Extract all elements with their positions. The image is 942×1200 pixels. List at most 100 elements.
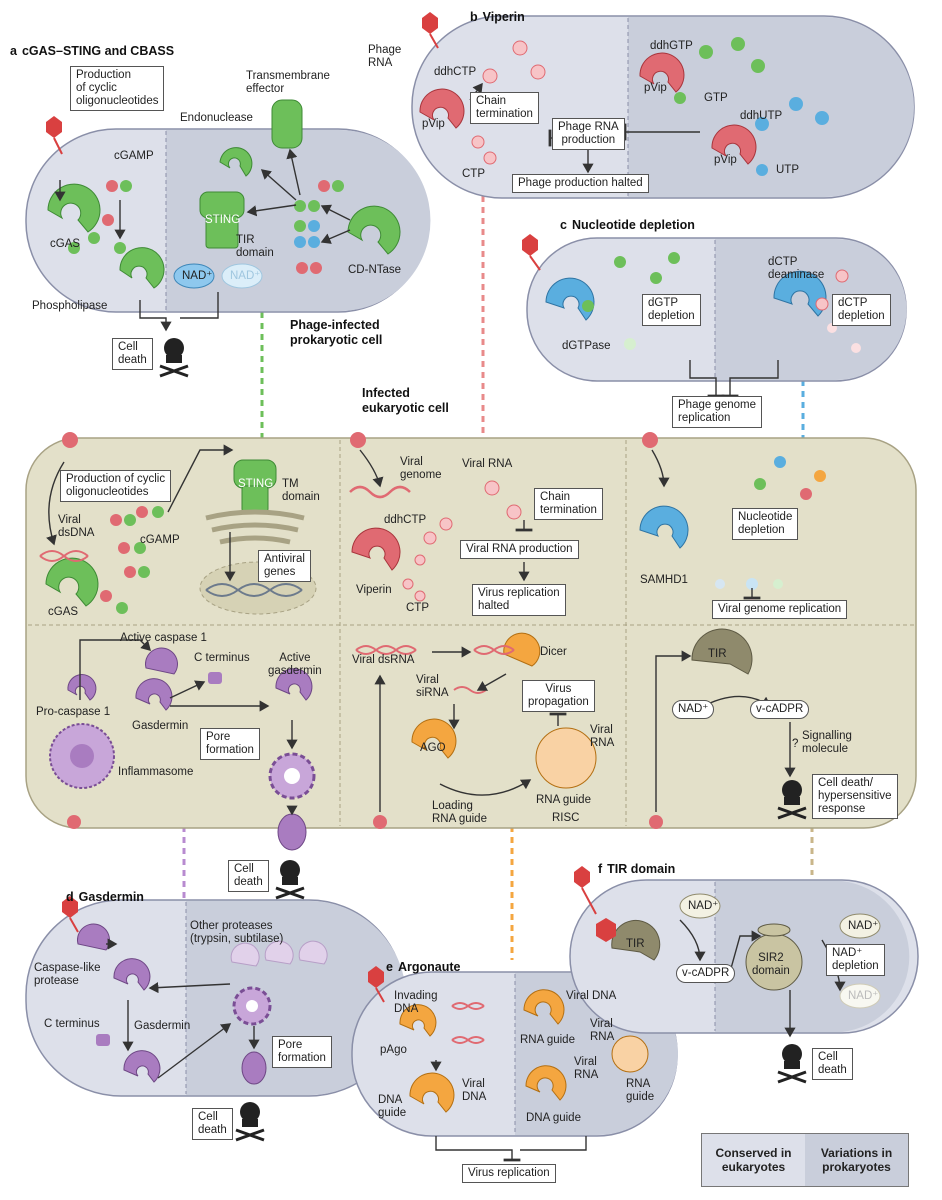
other-proteases — [230, 940, 328, 967]
gasdermin-protein-d — [113, 958, 151, 991]
pago-protein-1 — [399, 1004, 437, 1037]
viral-genome-rna — [349, 485, 411, 499]
phage-icon-f — [574, 866, 597, 915]
virus-icon-euk-b — [350, 432, 366, 448]
c-terminus-piece-d — [96, 1034, 110, 1046]
euk-sting-label: STING — [238, 478, 274, 490]
virus-icon-euk-d — [67, 815, 81, 829]
euk-c-terminus-label: C terminus — [194, 652, 250, 664]
e-pago-label: pAgo — [380, 1044, 407, 1056]
skull-icon-euk-a — [275, 860, 305, 900]
b-ddhctp-label: ddhCTP — [434, 66, 477, 78]
pago-protein-3 — [523, 989, 565, 1025]
a-cdntase-label: CD-NTase — [348, 264, 402, 276]
euk-rna-guide-label: RNA guide — [536, 794, 591, 806]
e-viral-dna-top-label: Viral DNA — [566, 990, 617, 1002]
euk-tir-label: TIR — [708, 648, 727, 660]
gasdermin-protein-euk — [135, 678, 173, 711]
f-nad-label-2: NAD⁺ — [848, 920, 879, 932]
arrows-euk-b — [359, 449, 533, 582]
active-gasdermin-euk — [275, 668, 313, 701]
pore-d — [232, 986, 272, 1026]
pore-euk — [268, 752, 316, 800]
pvip-protein-b3 — [711, 124, 757, 165]
nucleotides-euk-b — [402, 480, 522, 602]
virus-icon-euk-a — [62, 432, 78, 448]
f-nad-label: NAD⁺ — [688, 900, 719, 912]
b-phage-production-halted-box: Phage production halted — [512, 174, 649, 193]
euk-risc-label: RISC — [552, 812, 580, 824]
phage-icon-d — [62, 896, 79, 933]
pore-side-d — [241, 1051, 267, 1085]
b-ddhutp-label: ddhUTP — [740, 110, 783, 122]
antiviral-dna — [205, 583, 303, 597]
euk-nad-box: NAD⁺ — [672, 700, 715, 719]
viperin-protein — [351, 527, 401, 571]
nad-oval-f1 — [679, 893, 721, 919]
euk-active-caspase-label: Active caspase 1 — [120, 632, 207, 644]
risc-complex — [535, 727, 597, 789]
euk-cgas-label: cGAS — [48, 606, 79, 618]
virus-icon-euk-c — [642, 432, 658, 448]
viral-dsdna-euk — [39, 550, 89, 562]
tir-protein-euk — [691, 628, 753, 675]
nucleotides-a — [68, 180, 344, 274]
pago-protein-2 — [409, 1072, 455, 1113]
d-gasdermin-label: Gasdermin — [134, 1020, 191, 1032]
virus-icon-euk-f — [649, 815, 663, 829]
arrows-c — [689, 360, 779, 398]
euk-viperin-label: Viperin — [356, 584, 392, 596]
a-cgamp-label: cGAMP — [114, 150, 154, 162]
nucleotides-euk-a — [100, 506, 164, 614]
pvip-protein-b2 — [639, 52, 685, 93]
euk-gasdermin-label: Gasdermin — [132, 720, 189, 732]
dsrna-euk — [355, 645, 515, 694]
c-terminus-piece-euk — [208, 672, 222, 684]
nucleotides-c — [582, 252, 861, 353]
sting-protein-euk — [233, 459, 277, 513]
nad-oval-faded-a — [221, 263, 263, 289]
phage-icon-b — [422, 12, 439, 49]
skull-icon-d — [235, 1102, 265, 1142]
a-nad-label: NAD⁺ — [182, 270, 213, 282]
b-pvip-label-3: pVip — [714, 154, 737, 166]
pore-side-euk — [277, 813, 307, 851]
euk-question-label: ? — [792, 738, 799, 750]
skull-icon-a — [159, 338, 189, 378]
cgas-protein-euk — [45, 557, 99, 607]
pvip-protein-b1 — [419, 88, 465, 129]
a-endonuclease-label: Endonuclease — [180, 112, 253, 124]
d-c-terminus-label: C terminus — [44, 1018, 100, 1030]
nucleotides-b — [471, 37, 829, 176]
f-nad-depletion-box: NAD⁺depletion — [826, 944, 885, 976]
b-utp-label: UTP — [776, 164, 799, 176]
e-rna-guide-label: RNA guide — [520, 1034, 575, 1046]
phage-icon-a — [46, 116, 63, 155]
b-pvip-label-1: pVip — [422, 118, 445, 130]
